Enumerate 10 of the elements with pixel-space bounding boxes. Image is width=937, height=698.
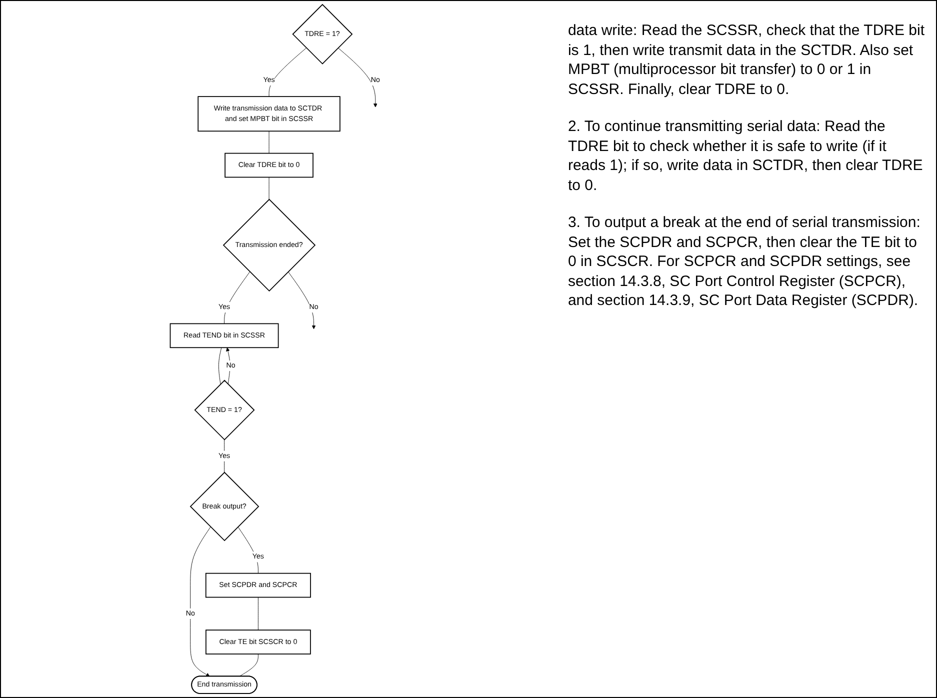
connector [239, 654, 258, 677]
connector [238, 526, 258, 574]
note-text: 3. To output a break at the end of serial transmission: Set the SCPDR and SCPCR, then clear the TE bit to 0 in SCSCR. For SCPCR and SCPDR settings, see section 14.3.8, SC Port Control Register (SCPCR), and section 14.3.9, SC Port Data Register (SCPDR). [568, 213, 922, 310]
note-text: data write: Read the SCSSR, check that the TDRE bit is 1, then write transmit data in the SCTDR. Also set MPBT (multiprocessor bit transfer) to 0 or 1 in SCSSR. Finally, clear TDRE to 0. [568, 21, 926, 99]
note-text: 2. To continue transmitting serial data: Read the TDRE bit to check whether it is safe to write (if it reads 1); if so, write data in SCTDR, then clear TDRE to 0. [568, 117, 924, 195]
connector [268, 48, 307, 97]
connector [224, 272, 250, 324]
connector [268, 130, 270, 154]
connector [218, 347, 222, 384]
connector [268, 177, 270, 200]
